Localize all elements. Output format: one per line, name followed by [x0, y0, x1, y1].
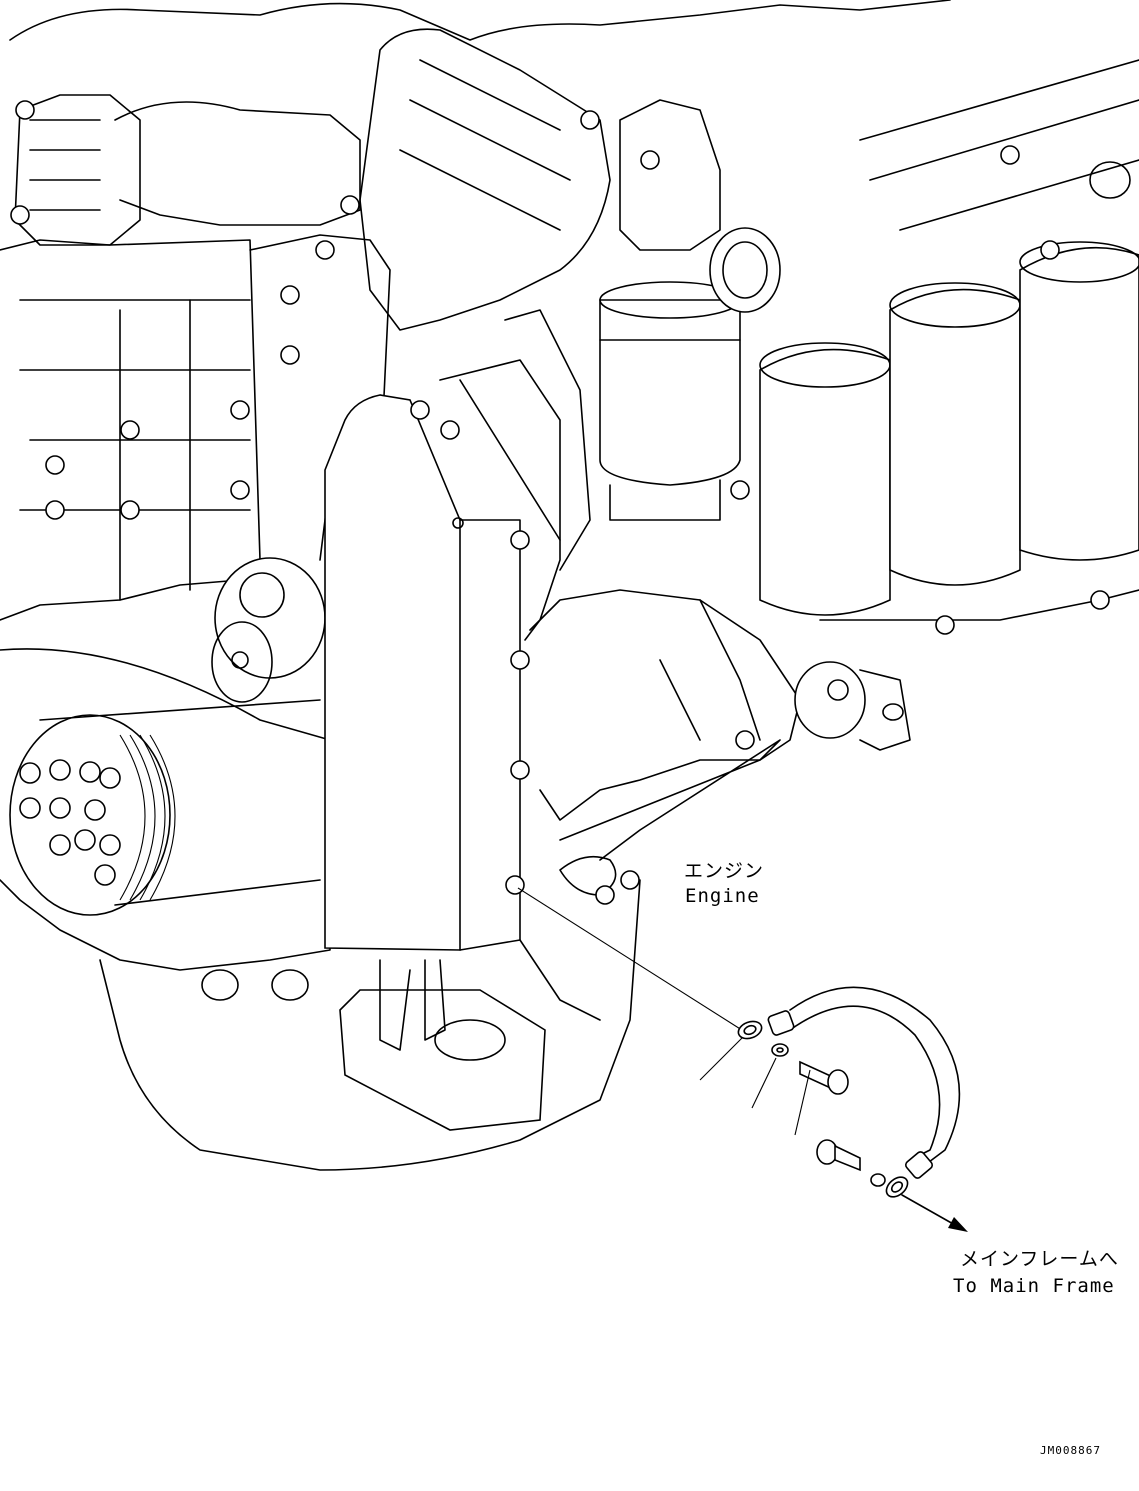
crank-pulley-bolts	[20, 760, 120, 885]
washer-bolt-frame-side	[817, 1140, 885, 1186]
drawing-code: JM008867	[1040, 1444, 1101, 1457]
engine-label-jp: エンジン	[684, 860, 765, 882]
washer-bolt-engine-side	[772, 1044, 848, 1094]
leader-line	[518, 888, 745, 1032]
block-bolts	[11, 101, 1109, 904]
engine-label-en: Engine	[685, 885, 760, 907]
engine-assembly	[0, 0, 1139, 1170]
main-frame-label-en: To Main Frame	[953, 1275, 1115, 1297]
ground-cable	[736, 987, 959, 1201]
main-frame-label-jp: メインフレームへ	[960, 1248, 1119, 1270]
main-frame-arrow	[902, 1195, 968, 1232]
